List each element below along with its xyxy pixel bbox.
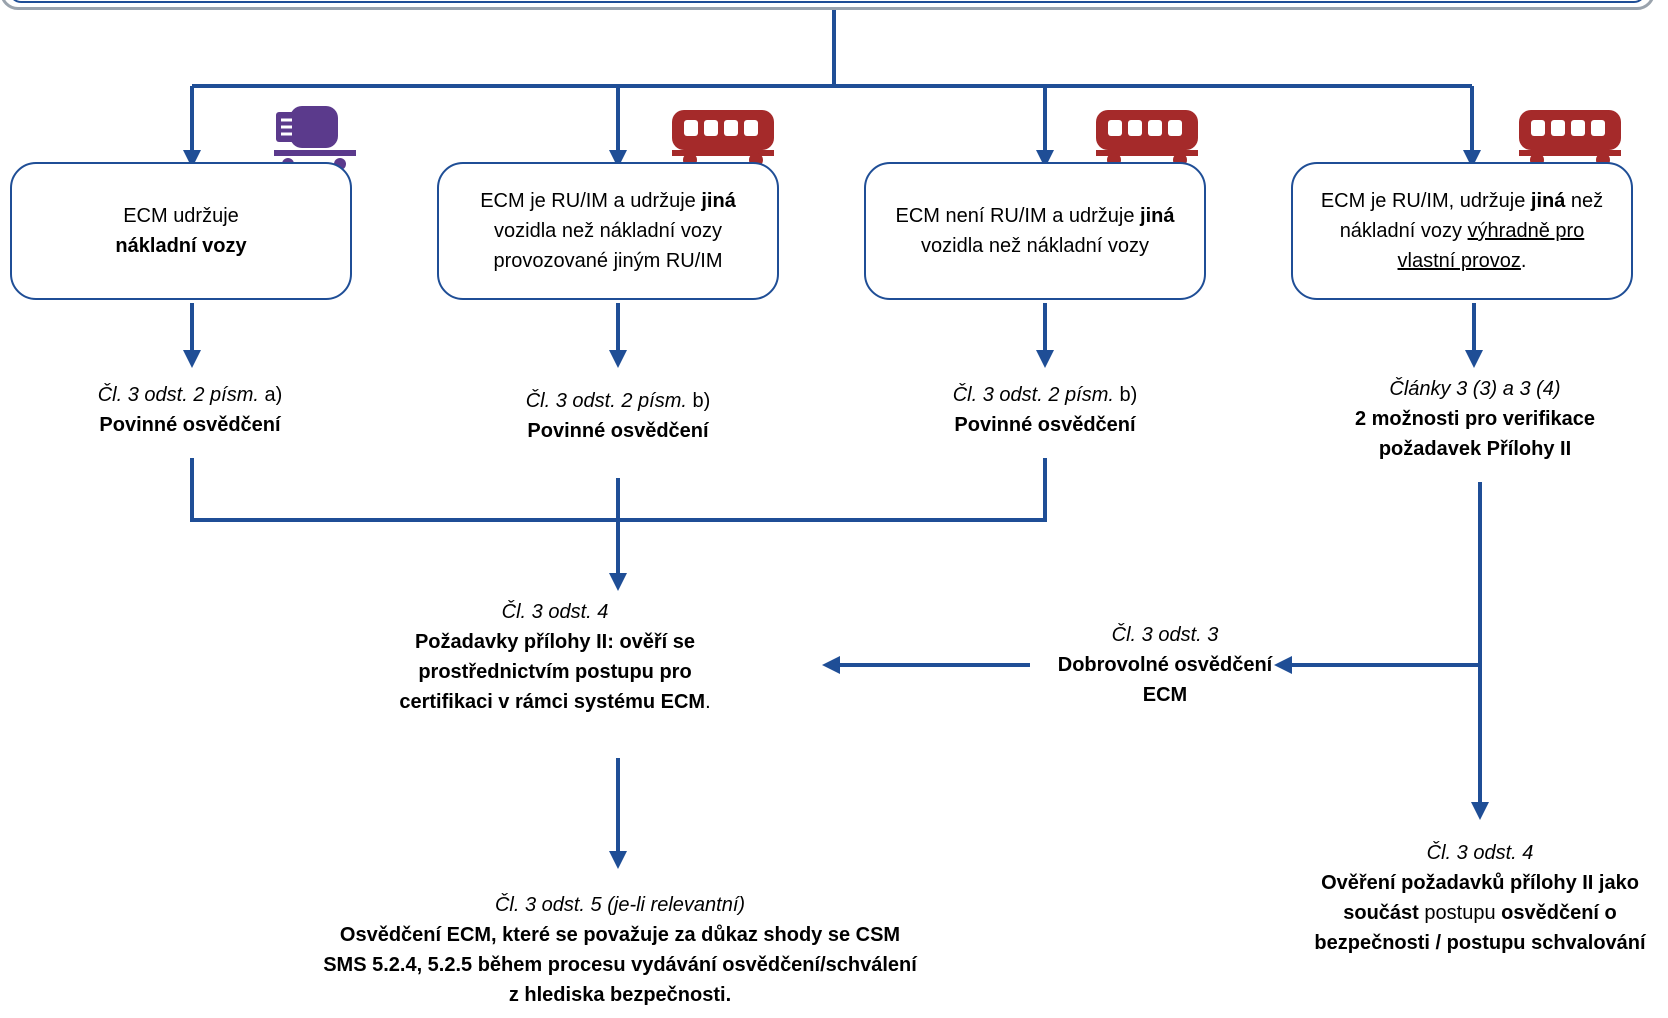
- label4-ref: Články 3 (3) a 3 (4): [1389, 378, 1561, 400]
- box-freight-wagons: ECM udržuje nákladní vozy: [10, 162, 352, 300]
- voluntary-bold: Dobrovolné osvědčení ECM: [1057, 654, 1273, 706]
- label2-letter: b): [686, 390, 711, 412]
- label2-ref: Čl. 3 odst. 2 písm.: [525, 390, 687, 412]
- label1-ref: Čl. 3 odst. 2 písm.: [97, 384, 259, 406]
- voluntary-ref: Čl. 3 odst. 3: [1111, 624, 1219, 646]
- passenger-coach-icon: [672, 110, 774, 167]
- label-art3-2a: Čl. 3 odst. 2 písm. a) Povinné osvědčení: [30, 380, 350, 440]
- box4-period: .: [1520, 250, 1527, 272]
- box1-bold: nákladní vozy: [115, 235, 247, 257]
- right-bottom-text: postupu: [1418, 902, 1502, 924]
- bottom-csm-sms: Čl. 3 odst. 5 (je-li relevantní) Osvědče…: [320, 890, 920, 1010]
- box2-text: ECM je RU/IM a udržuje: [480, 190, 702, 212]
- passenger-coach-icon: [1519, 110, 1621, 167]
- box4-underlined: výhradně pro vlastní provoz: [1397, 220, 1585, 272]
- bottom-ref: Čl. 3 odst. 5 (je-li relevantní): [494, 894, 746, 916]
- center-period: .: [705, 691, 711, 713]
- voluntary-certification: Čl. 3 odst. 3 Dobrovolné osvědčení ECM: [1040, 620, 1290, 710]
- label1-bold: Povinné osvědčení: [99, 414, 281, 436]
- center-ref: Čl. 3 odst. 4: [501, 601, 609, 623]
- box-ru-im-other-operated: ECM je RU/IM a udržuje jiná vozidla než …: [437, 162, 779, 300]
- right-bottom-ref: Čl. 3 odst. 4: [1426, 842, 1534, 864]
- box2-text-2: vozidla než nákladní vozy provozované ji…: [493, 220, 723, 272]
- bottom-right-verification: Čl. 3 odst. 4 Ověření požadavků přílohy …: [1295, 838, 1665, 958]
- box3-bold: jiná: [1140, 205, 1175, 227]
- box4-bold: jiná: [1530, 190, 1566, 212]
- label3-bold: Povinné osvědčení: [954, 414, 1136, 436]
- label-art3-2b-1: Čl. 3 odst. 2 písm. b) Povinné osvědčení: [458, 386, 778, 446]
- label2-bold: Povinné osvědčení: [527, 420, 709, 442]
- label-art3-2b-2: Čl. 3 odst. 2 písm. b) Povinné osvědčení: [885, 380, 1205, 440]
- box1-text: ECM udržuje: [123, 205, 239, 227]
- box2-bold: jiná: [701, 190, 736, 212]
- box4-text: ECM je RU/IM, udržuje: [1320, 190, 1531, 212]
- box4-text-2: než nákladní vozy: [1339, 190, 1604, 242]
- bottom-bold: Osvědčení ECM, které se považuje za důka…: [323, 924, 917, 1006]
- right-bottom-bold-1: Ověření požadavků přílohy II jako součás…: [1321, 872, 1639, 924]
- box3-text: ECM není RU/IM a udržuje: [895, 205, 1141, 227]
- label1-letter: a): [258, 384, 283, 406]
- center-bold: Požadavky přílohy II: ověří se prostředn…: [399, 631, 706, 713]
- label3-ref: Čl. 3 odst. 2 písm.: [952, 384, 1114, 406]
- center-requirements: Čl. 3 odst. 4 Požadavky přílohy II: ověř…: [370, 597, 740, 717]
- label3-letter: b): [1113, 384, 1138, 406]
- box3-text-2: vozidla než nákladní vozy: [921, 235, 1149, 257]
- label4-bold: 2 možnosti pro verifikace požadavek Příl…: [1354, 408, 1596, 460]
- label-articles-3-3-3-4: Články 3 (3) a 3 (4) 2 možnosti pro veri…: [1320, 374, 1630, 464]
- box-ru-im-own-use: ECM je RU/IM, udržuje jiná než nákladní …: [1291, 162, 1633, 300]
- right-bottom-bold-2: osvědčení o bezpečnosti / postupu schval…: [1314, 902, 1646, 954]
- box-not-ru-im: ECM není RU/IM a udržuje jiná vozidla ne…: [864, 162, 1206, 300]
- passenger-coach-icon: [1096, 110, 1198, 167]
